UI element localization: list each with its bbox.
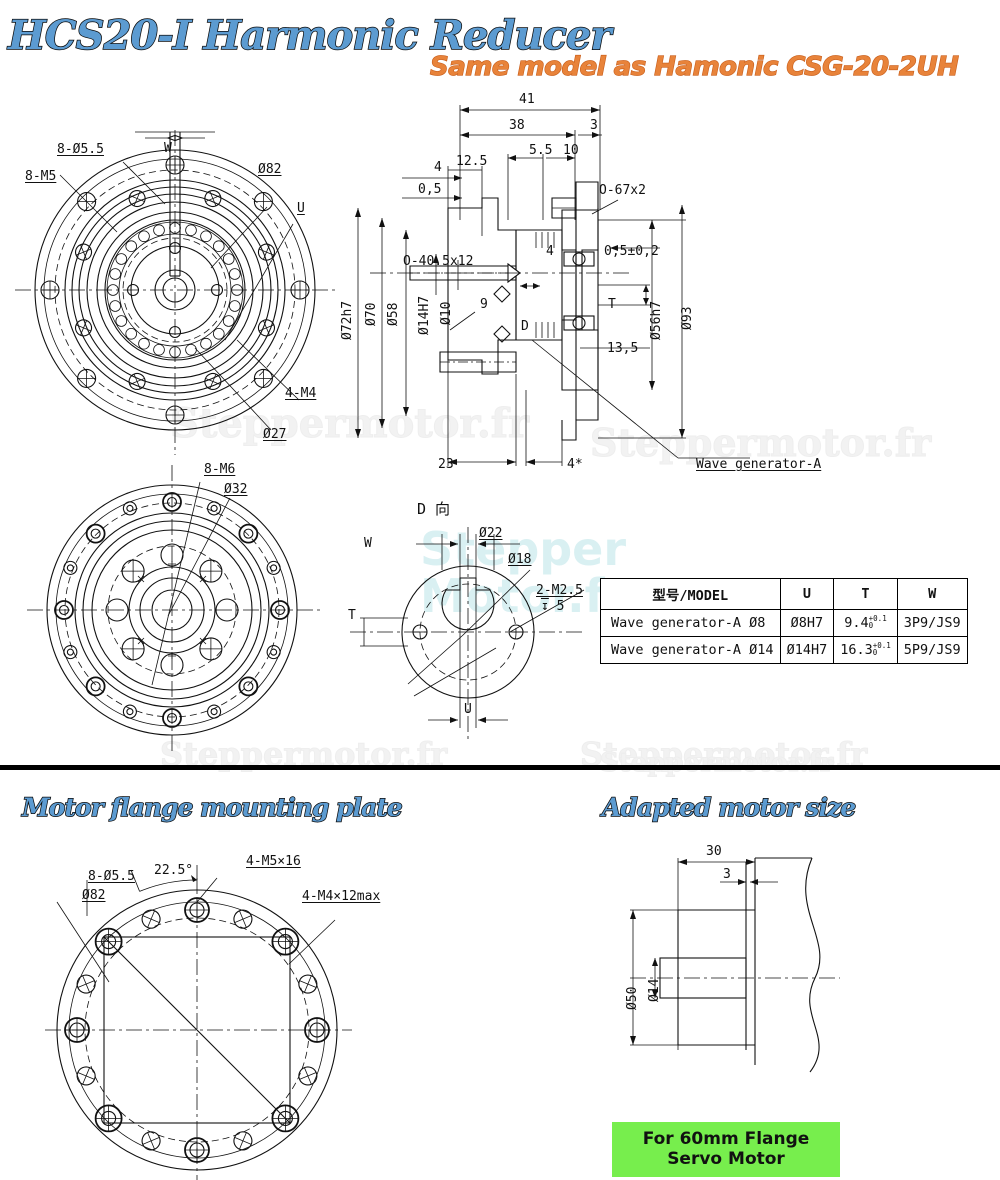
table-header-row: 型号/MODEL U T W [600, 578, 968, 610]
label-sec-23: 23 [438, 457, 454, 472]
label-sec-d58: Ø58 [386, 302, 401, 326]
label-sec-5-5: 5.5 [529, 143, 553, 158]
label-flange-m5: 4-M5×16 [246, 854, 301, 869]
badge-line-1: For 60mm Flange [642, 1129, 810, 1149]
motor-compat-badge: For 60mm Flange Servo Motor [612, 1122, 840, 1178]
label-sec-d70: Ø70 [364, 302, 379, 326]
label-wave-generator-callout: Wave generator-A [696, 457, 822, 472]
label-sec-4star: 4* [567, 457, 583, 472]
cell-u: Ø8H7 [779, 609, 835, 637]
label-motor-step: 3 [723, 867, 731, 882]
spec-table: 型号/MODEL U T W Wave generator-A Ø8 Ø8H7 … [600, 578, 968, 664]
front-view-drawing [10, 130, 350, 460]
label-front-pcd: Ø82 [258, 162, 282, 177]
detail-view-title: D 向 [417, 500, 451, 518]
label-front-threads: 8-M5 [25, 169, 57, 184]
t-lower: 0 [868, 621, 874, 630]
label-flange-pcd: Ø82 [82, 888, 106, 903]
label-front-shaft-u: U [297, 201, 305, 216]
page-title: HCS20-I Harmonic Reducer [7, 11, 612, 60]
label-sec-oring-405: O-40.5x12 [403, 254, 474, 269]
flange-section-heading: Motor flange mounting plate [21, 792, 403, 823]
rear-view-drawing [20, 455, 330, 755]
label-sec-d72h7: Ø72h7 [340, 300, 355, 340]
label-sec-d93: Ø93 [680, 306, 695, 330]
section-divider [0, 765, 1000, 770]
label-sec-13-5: 13,5 [607, 341, 639, 356]
cell-w: 5P9/JS9 [896, 636, 968, 664]
label-detail-shaft-u: U [464, 702, 472, 717]
label-flange-m4: 4-M4×12max [302, 889, 381, 904]
label-front-bolt-holes: 8-Ø5.5 [57, 142, 104, 157]
label-sec-oring-67: O-67x2 [599, 183, 646, 198]
cell-w: 3P9/JS9 [896, 609, 968, 637]
label-sec-d14h7: Ø14H7 [417, 295, 432, 335]
motor-section-heading: Adapted motor size [601, 792, 857, 823]
th-w: W [896, 578, 968, 610]
page-subtitle: Same model as Hamonic CSG-20-2UH [429, 51, 959, 82]
detail-view-drawing [350, 520, 600, 740]
label-sec-12-5: 12.5 [456, 154, 488, 169]
label-detail-od: Ø22 [479, 526, 503, 541]
badge-line-2: Servo Motor [667, 1149, 785, 1170]
t-value: 9.4 [844, 615, 869, 631]
th-model: 型号/MODEL [600, 578, 781, 610]
label-flange-angle: 22.5° [154, 863, 194, 878]
t-upper: +0.1 [868, 613, 887, 623]
depth-symbol-icon: ↧ [541, 599, 549, 614]
motor-size-drawing [600, 840, 880, 1080]
cell-model: Wave generator-A Ø8 [600, 609, 781, 637]
watermark: Steppermotor.fr [599, 748, 834, 779]
depth-value: 5 [556, 599, 565, 614]
t-lower: 0 [872, 648, 878, 657]
label-detail-depth: ↧ 5 [541, 600, 564, 614]
label-sec-10: 10 [563, 143, 579, 158]
flange-plate-drawing [40, 865, 360, 1180]
label-detail-shaft-t: T [348, 608, 356, 623]
label-motor-flange-dia: Ø50 [625, 986, 640, 1010]
label-sec-d56h7: Ø56h7 [649, 300, 664, 340]
label-sec-d10: Ø10 [439, 301, 454, 325]
label-motor-length: 30 [706, 844, 722, 859]
label-sec-d: D [521, 319, 529, 334]
cell-u: Ø14H7 [779, 636, 835, 664]
label-flange-bolt-holes: 8-Ø5.5 [88, 869, 135, 884]
label-sec-0-5: 0,5 [418, 182, 442, 197]
t-upper: +0.1 [872, 640, 891, 650]
label-sec-body: 38 [509, 118, 525, 133]
label-sec-9: 9 [480, 297, 488, 312]
label-rear-threads: 8-M6 [204, 462, 236, 477]
label-rear-bore: Ø32 [224, 482, 248, 497]
label-detail-pcd: Ø18 [508, 552, 532, 567]
label-sec-flange: 3 [590, 118, 598, 133]
label-front-small-threads: 4-M4 [285, 386, 317, 401]
section-view-drawing [330, 90, 750, 490]
t-value: 16.3 [840, 642, 873, 658]
label-sec-overall: 41 [519, 92, 535, 107]
th-t: T [833, 578, 898, 610]
label-front-keyway-w: W [164, 141, 172, 156]
th-u: U [779, 578, 835, 610]
label-motor-shaft-dia: Ø14 [647, 978, 662, 1002]
label-sec-tolerance: 0,5±0,2 [604, 244, 659, 259]
label-sec-t: T [608, 297, 616, 312]
label-sec-4b: 4 [546, 244, 554, 259]
label-detail-keyway-w: W [364, 536, 372, 551]
label-sec-4: 4 [434, 160, 442, 175]
cell-model: Wave generator-A Ø14 [600, 636, 781, 664]
label-detail-threads: 2-M2.5 [536, 583, 583, 598]
label-front-bore: Ø27 [263, 427, 287, 442]
